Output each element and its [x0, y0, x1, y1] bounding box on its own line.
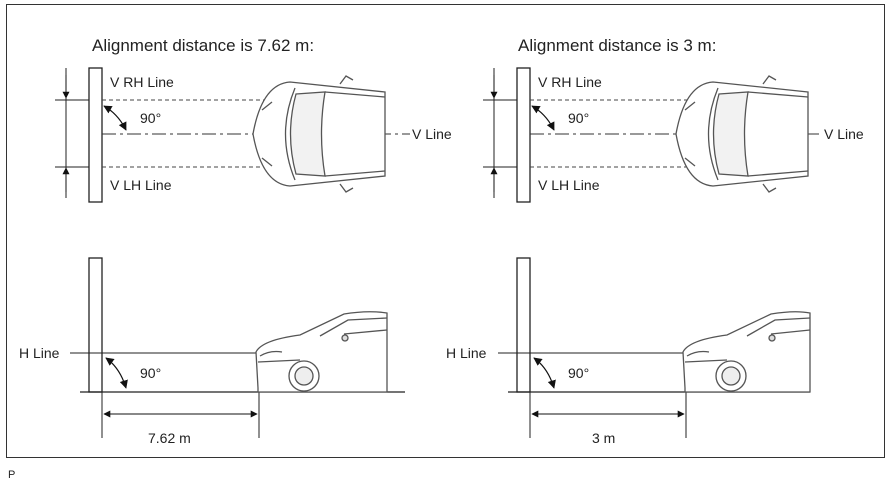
- right-car-side-icon: [682, 311, 811, 393]
- right-vlh-label: V LH Line: [538, 177, 600, 193]
- left-vrh-label: V RH Line: [110, 74, 174, 90]
- left-target-board: [88, 67, 103, 203]
- right-diagram: Alignment distance is 3 m: V RH Line 90°…: [446, 36, 864, 446]
- left-diagram: Alignment distance is 7.62 m: V RH Line …: [19, 36, 452, 446]
- right-top-angle: 90°: [568, 110, 589, 126]
- left-distance-label: 7.62 m: [148, 430, 191, 446]
- figure-border: [6, 4, 885, 458]
- right-h-line-label: H Line: [446, 345, 487, 361]
- left-top-angle: 90°: [140, 110, 161, 126]
- left-side-angle-arrow: [105, 357, 128, 389]
- right-side-target: [516, 257, 531, 393]
- left-angle-arrow: [103, 105, 127, 131]
- right-side-angle: 90°: [568, 365, 589, 381]
- left-title: Alignment distance is 7.62 m:: [92, 36, 314, 55]
- right-side-angle-arrow: [533, 357, 556, 389]
- right-vrh-label: V RH Line: [538, 74, 602, 90]
- left-vlh-label: V LH Line: [110, 177, 172, 193]
- left-side-view: H Line 90° 7.62 m: [19, 257, 405, 446]
- right-angle-arrow: [531, 105, 555, 131]
- left-v-line-label: V Line: [412, 126, 452, 142]
- left-h-line-label: H Line: [19, 345, 60, 361]
- corner-mark: P: [8, 469, 15, 481]
- right-car-top-icon: [675, 75, 809, 193]
- left-car-side-icon: [255, 311, 388, 393]
- left-top-view: V RH Line 90° V LH Line V Line: [55, 67, 452, 203]
- left-car-top-icon: [252, 75, 386, 193]
- right-side-view: H Line 90° 3 m: [446, 257, 811, 446]
- right-v-line-label: V Line: [824, 126, 864, 142]
- left-side-angle: 90°: [140, 365, 161, 381]
- left-side-target: [88, 257, 103, 393]
- right-title: Alignment distance is 3 m:: [518, 36, 716, 55]
- right-top-view: V RH Line 90° V LH Line V Line: [483, 67, 864, 203]
- right-distance-label: 3 m: [592, 430, 615, 446]
- right-target-board: [516, 67, 531, 203]
